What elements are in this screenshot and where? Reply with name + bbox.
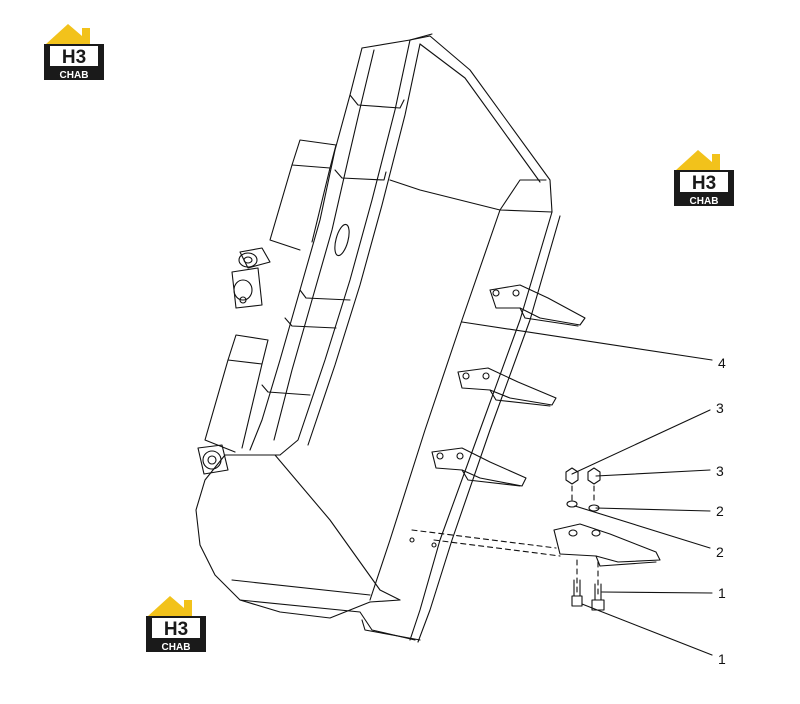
brand-logo-right: H3 CHAB bbox=[672, 148, 736, 208]
rear-brackets bbox=[197, 94, 405, 475]
callout-2-upper: 2 bbox=[716, 503, 724, 519]
assembly-lines bbox=[411, 485, 599, 597]
exploded-tooth bbox=[409, 467, 661, 611]
svg-text:H3: H3 bbox=[164, 619, 188, 640]
callout-1-lower: 1 bbox=[718, 651, 726, 667]
svg-text:H3: H3 bbox=[62, 47, 86, 68]
tooth-bottom bbox=[431, 447, 527, 487]
svg-text:H3: H3 bbox=[692, 173, 716, 194]
brand-logo-top-left: H3 CHAB bbox=[42, 22, 106, 82]
brand-logo-bottom-left: H3 CHAB bbox=[144, 594, 208, 654]
callout-2-lower: 2 bbox=[716, 544, 724, 560]
callout-4: 4 bbox=[718, 355, 726, 371]
callout-3-upper: 3 bbox=[716, 400, 724, 416]
svg-text:CHAB: CHAB bbox=[690, 196, 719, 207]
leader-lines bbox=[461, 321, 713, 656]
bucket-shell bbox=[195, 33, 561, 643]
bucket-teeth bbox=[431, 284, 586, 487]
svg-text:CHAB: CHAB bbox=[60, 70, 89, 81]
callout-3-lower: 3 bbox=[716, 463, 724, 479]
svg-text:CHAB: CHAB bbox=[162, 642, 191, 653]
tooth-middle bbox=[457, 367, 557, 407]
logo-roof bbox=[46, 24, 90, 44]
tooth-top bbox=[489, 284, 586, 327]
callout-1-upper: 1 bbox=[718, 585, 726, 601]
